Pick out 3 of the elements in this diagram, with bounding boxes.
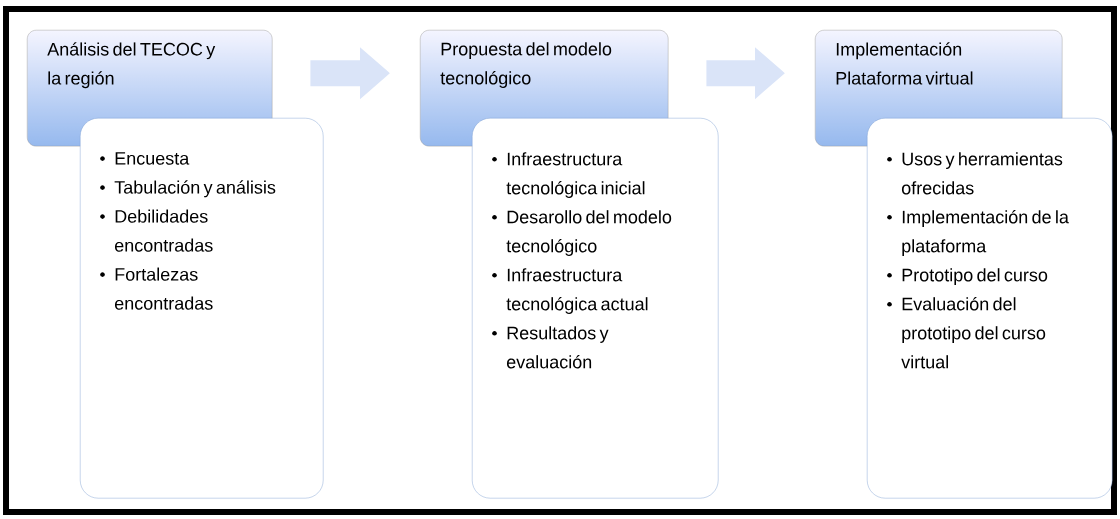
list-box: Encuesta Tabulación y análisis Debilidades encontradas Fortalezas encontradas — [80, 118, 324, 499]
list-box: Usos y herramientas ofrecidas Implementación de la plataforma Prototipo del curso Evaluación del prototipo del curso virtual — [867, 118, 1113, 499]
list-box: Infraestructura tecnológica inicial Desarollo del modelo tecnológico Infraestructura tecnológica actual Resultados y evaluación — [472, 118, 719, 499]
